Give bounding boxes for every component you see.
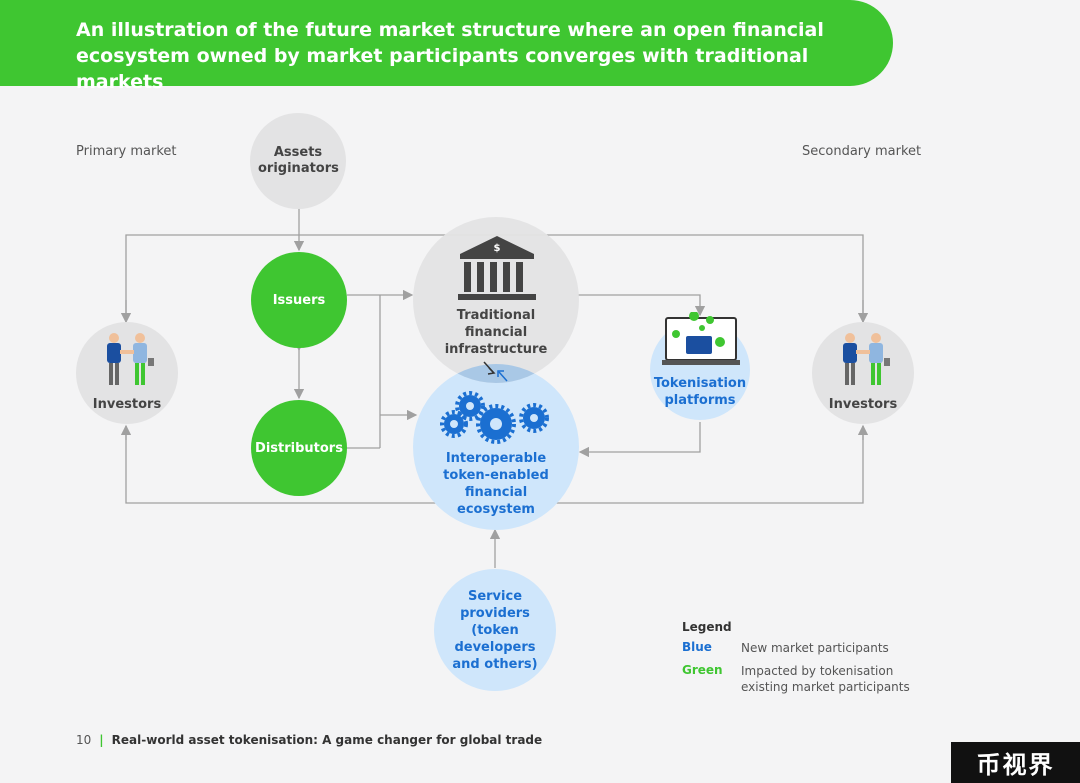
primary-market-label: Primary market [76, 144, 177, 159]
distributors-label: Distributors [255, 440, 343, 456]
watermark-logo: 币视界 [951, 742, 1080, 783]
assets-originators-label: Assets originators [258, 145, 339, 176]
arrow-tokenisation-ecosystem [578, 422, 701, 458]
legend-blue-key: Blue [682, 640, 712, 654]
service-providers-node: Service providers (token developers and … [434, 569, 556, 691]
legend-green-desc: Impacted by tokenisation existing market… [741, 664, 910, 694]
service-providers-label: Service providers (token developers and … [452, 588, 538, 672]
overlap-arrow-blue [498, 371, 508, 382]
assets-originators-node: Assets originators [250, 113, 346, 209]
secondary-market-label: Secondary market [802, 144, 922, 159]
svg-text:$: $ [494, 243, 501, 254]
investors-right-node [812, 322, 914, 424]
investors-left-label: Investors [92, 397, 162, 412]
interoperable-ecosystem-label: Interoperable token-enabled financial ec… [443, 451, 549, 517]
footer-title: Real-world asset tokenisation: A game ch… [111, 733, 543, 747]
page-title: An illustration of the future market str… [76, 19, 824, 93]
page-number: 10 [76, 733, 92, 747]
issuers-node: Issuers [251, 252, 347, 348]
legend-title: Legend [682, 620, 732, 634]
investors-left-node [76, 322, 178, 424]
distributors-node: Distributors [251, 400, 347, 496]
investors-right-label: Investors [828, 397, 898, 412]
footer: 10 | Real-world asset tokenisation: A game… [76, 733, 542, 747]
title-banner: An illustration of the future market str… [0, 0, 893, 93]
interoperable-ecosystem-node [413, 364, 579, 530]
footer-separator: | [99, 733, 104, 747]
arrow-traditional-tokenisation [578, 294, 706, 317]
legend-green-key: Green [682, 663, 723, 677]
handshake-people-icon-right [843, 333, 890, 385]
bank-icon: $ [458, 236, 536, 300]
tokenisation-platforms-label: Tokenisation platforms [653, 376, 747, 408]
laptop-icon [662, 312, 740, 365]
handshake-people-icon-left [107, 333, 154, 385]
traditional-infrastructure-label: Traditional financial infrastructure [444, 308, 548, 357]
gears-icon [440, 391, 549, 444]
issuers-label: Issuers [272, 292, 326, 308]
legend-blue-desc: New market participants [741, 641, 889, 655]
